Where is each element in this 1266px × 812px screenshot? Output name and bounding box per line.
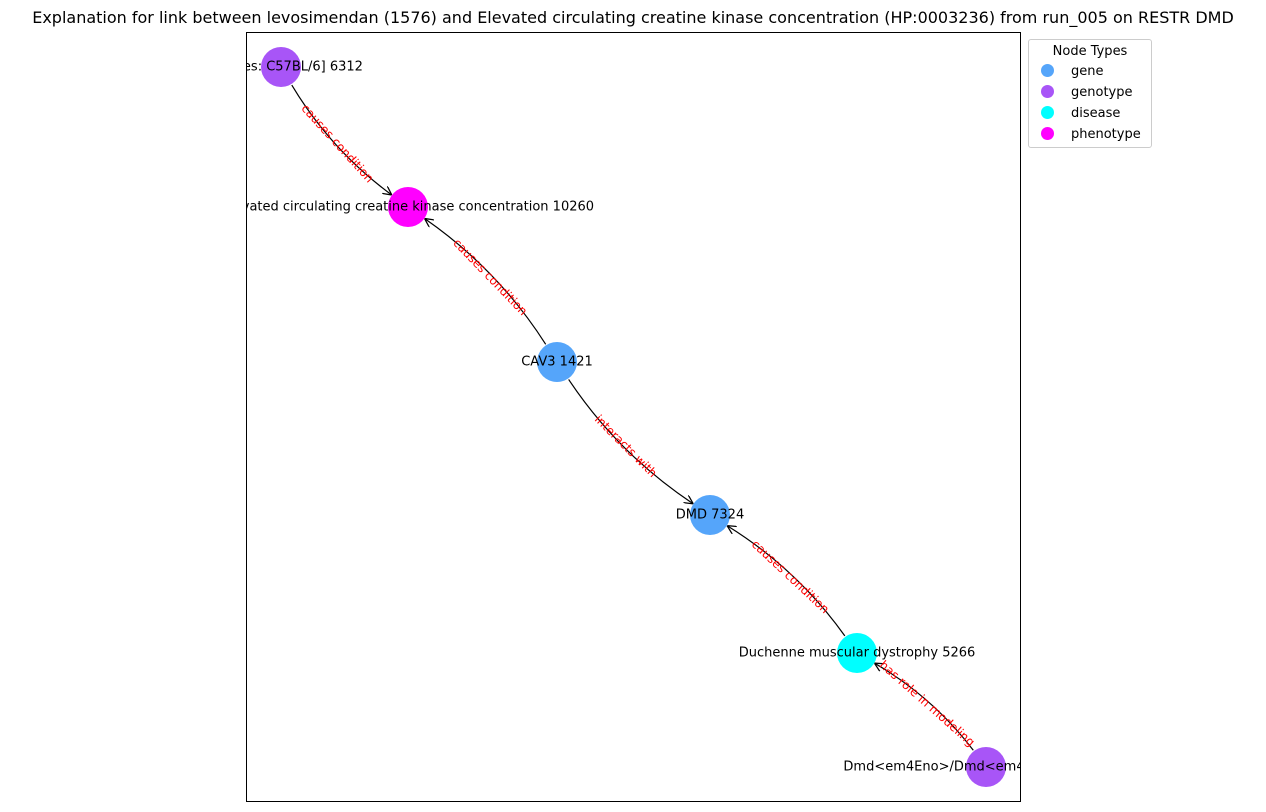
node-gene-1421 xyxy=(537,342,577,382)
legend-label: disease xyxy=(1071,106,1121,121)
legend-label: genotype xyxy=(1071,85,1133,100)
edge-3 xyxy=(728,526,846,637)
edge-2 xyxy=(568,379,693,503)
node-label: [involves: C57BL/6] 6312 xyxy=(199,60,363,75)
edge-1 xyxy=(425,219,547,345)
edge-label: causes condition xyxy=(298,101,376,185)
legend-item-gene: gene xyxy=(1041,63,1104,81)
legend-item-phenotype: phenotype xyxy=(1041,126,1141,144)
edge-label: causes condition xyxy=(749,537,832,616)
node-label: DMD 7324 xyxy=(676,508,744,523)
node-genotype-dmd xyxy=(966,747,1006,787)
legend-label: gene xyxy=(1071,64,1104,79)
edge-0 xyxy=(291,84,391,194)
phenotype-marker xyxy=(1041,127,1054,140)
node-gene-7324 xyxy=(690,495,730,535)
disease-marker xyxy=(1041,106,1054,119)
legend-label: phenotype xyxy=(1071,127,1141,142)
legend-item-genotype: genotype xyxy=(1041,84,1132,102)
node-label: Dmd<em4Eno>/Dmd<em4Eno> [C57BL/6] xyxy=(843,760,1128,775)
edge-4 xyxy=(875,664,974,751)
node-disease-5266 xyxy=(837,633,877,673)
gene-marker xyxy=(1041,64,1054,77)
node-phenotype-10260 xyxy=(388,187,428,227)
legend-item-disease: disease xyxy=(1041,105,1120,123)
legend: Node Types gene genotype disease phenoty… xyxy=(1028,39,1152,148)
node-genotype-6312 xyxy=(261,47,301,87)
edge-label: interacts with xyxy=(592,412,660,480)
genotype-marker xyxy=(1041,85,1054,98)
node-label: CAV3 1421 xyxy=(521,355,593,370)
node-label: Elevated circulating creatine kinase con… xyxy=(222,200,594,215)
edge-label: causes condition xyxy=(450,236,530,318)
legend-title: Node Types xyxy=(1052,44,1128,59)
node-label: Duchenne muscular dystrophy 5266 xyxy=(739,646,976,661)
edge-label: has role in modeling xyxy=(877,658,978,749)
plot-area xyxy=(246,32,1021,802)
chart-title: Explanation for link between levosimenda… xyxy=(32,8,1234,27)
